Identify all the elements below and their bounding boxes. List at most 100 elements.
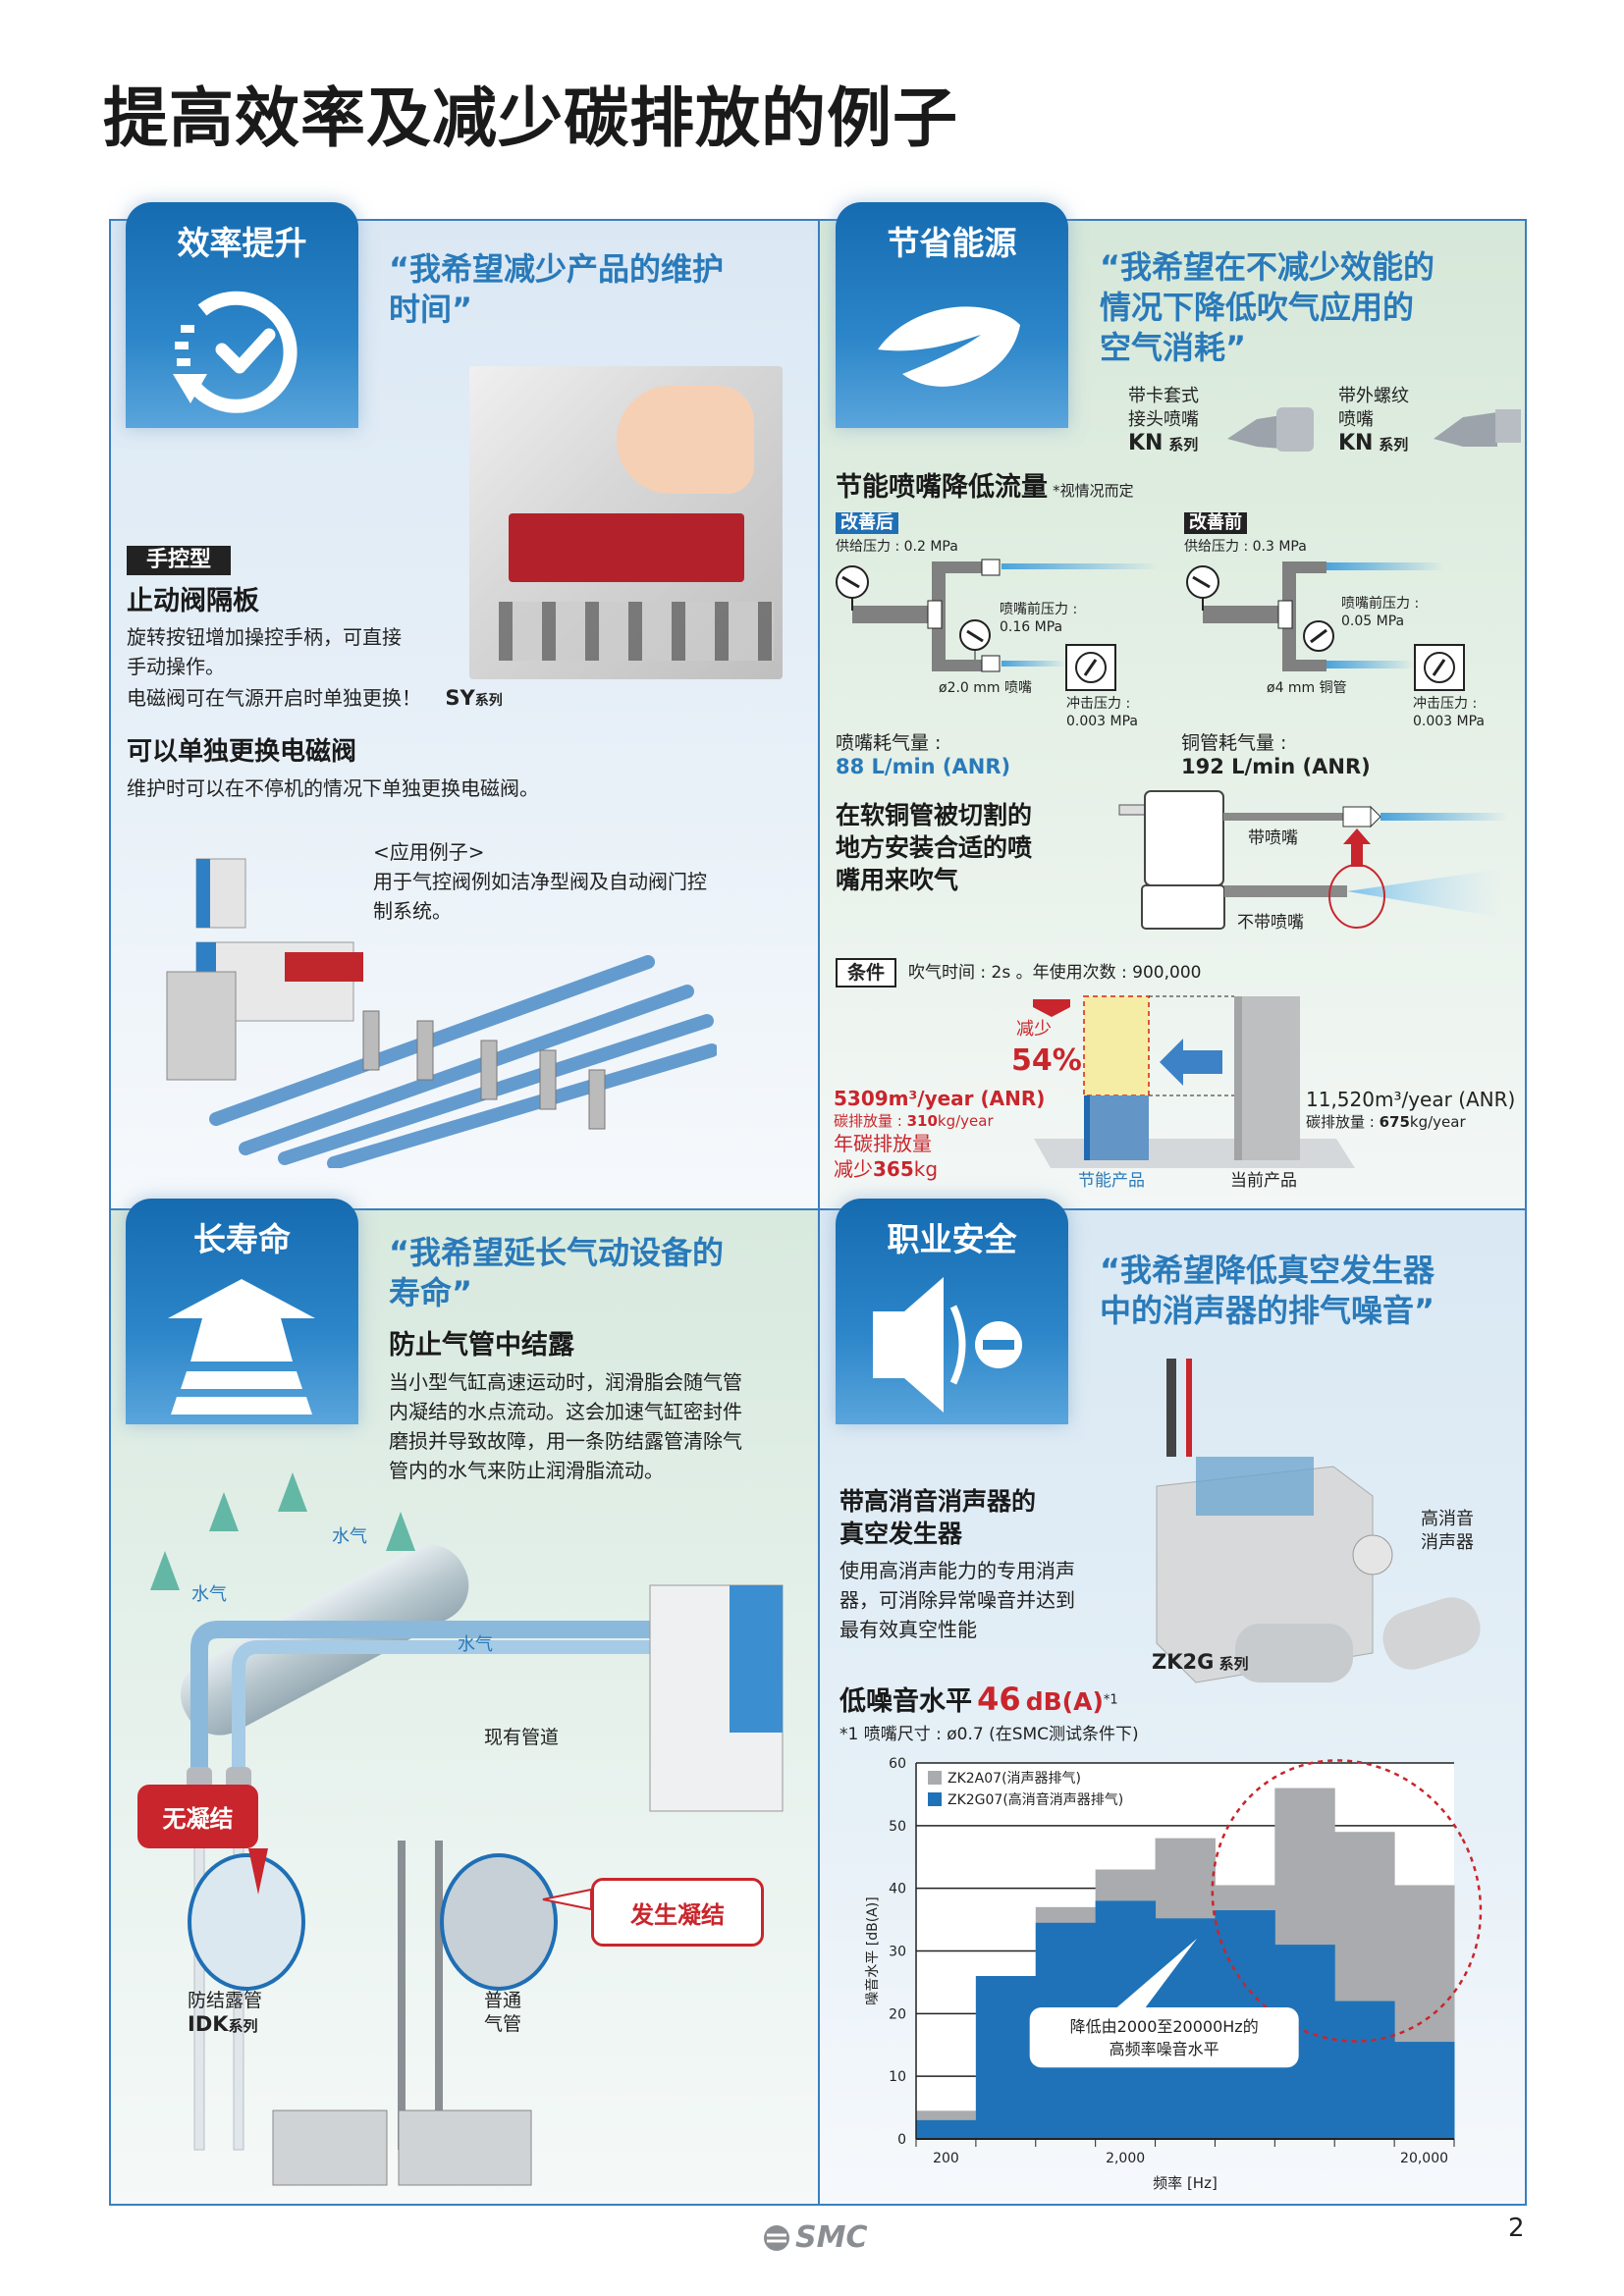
series-label: ZK2G 系列 [1152, 1650, 1249, 1674]
bar-saving-label: 节能产品 [1078, 1171, 1145, 1191]
feature-title: 带高消音消声器的 真空发生器 [839, 1487, 1037, 1548]
legend-label: ZK2A07(消声器排气) [947, 1771, 1081, 1787]
smc-logo: SMC [762, 2220, 867, 2256]
before-consumption: 铜管耗气量 :192 L/min (ANR) [1181, 732, 1371, 778]
page-title: 提高效率及减少碳排放的例子 [103, 80, 958, 156]
legend-swatch [928, 1792, 942, 1806]
tab-label: 长寿命 [193, 1220, 291, 1258]
tab-label: 节省能源 [887, 224, 1017, 262]
without-nozzle-label: 不带喷嘴 [1237, 913, 1304, 933]
speaker-mute-icon [873, 1277, 1022, 1413]
manual-operation-photo [469, 366, 783, 679]
application-text: <应用例子> 用于气控阀例如洁净型阀及自动阀门控 制系统。 [373, 840, 707, 923]
callout-line: 降低由2000至20000Hz的 [1070, 2017, 1259, 2036]
longlife-tab: 长寿命 [126, 1199, 358, 1424]
callout-pointer [1112, 1938, 1198, 2011]
idk-label: 防结露管 IDK系列 [188, 1990, 263, 2036]
vapor-label: 水气 [458, 1634, 493, 1655]
condition-row: 条件 吹气时间 : 2s 。年使用次数 : 900,000 [836, 958, 1201, 988]
feature-body: 旋转按钮增加操控手柄，可直接 手动操作。 电磁阀可在气源开启时单独更换！ SY系… [127, 625, 503, 710]
y-tick-label: 50 [889, 1819, 906, 1835]
tab-label: 职业安全 [887, 1220, 1017, 1258]
bar-zk2g07 [916, 2119, 977, 2139]
after-pipe: ø2.0 mm 喷嘴 [939, 680, 1033, 696]
flow-section-title: 节能喷嘴降低流量 *视情况而定 [836, 472, 1134, 503]
efficiency-quote: “我希望减少产品的维护 时间” [389, 250, 725, 328]
before-pipe: ø4 mm 铜管 [1267, 680, 1347, 696]
existing-pipe-label: 现有管道 [484, 1727, 560, 1748]
bar-zk2g07 [1394, 2042, 1455, 2139]
bar-zk2g07 [975, 1976, 1037, 2139]
series-label: SY系列 [445, 686, 503, 710]
longlife-quote: “我希望延长气动设备的 寿命” [389, 1234, 725, 1311]
noise-chart: 0 10 20 30 40 50 60 200 2,000 20,000 频率 [Hz] 噪音水平 [… [864, 1756, 1483, 2192]
x-tick-label: 200 [933, 2151, 959, 2166]
saving-figures: 5309m³/year (ANR) 碳排放量 : 310kg/year 年碳排放… [834, 1087, 1046, 1181]
x-axis-label: 频率 [Hz] [1153, 2174, 1218, 2192]
nozzle-photo-2 [1434, 409, 1521, 447]
nozzle-photo-1 [1227, 407, 1314, 452]
y-tick-label: 20 [889, 2006, 906, 2022]
before-supply-pressure: 供给压力 : 0.3 MPa [1184, 539, 1307, 555]
smc-logo-icon [764, 2225, 789, 2251]
y-tick-label: 0 [897, 2132, 906, 2148]
leaf-icon [878, 306, 1020, 387]
vapor-label: 水气 [332, 1526, 367, 1547]
reduction-value: 54% [1011, 1043, 1082, 1078]
safety-quote: “我希望降低真空发生器 中的消声器的排气噪音” [1100, 1252, 1435, 1329]
muffler-label: 高消音 消声器 [1421, 1509, 1474, 1553]
footnote: *1 喷嘴尺寸 : ø0.7 (在SMC测试条件下) [839, 1725, 1139, 1744]
noise-level-title: 低噪音水平 46 dB(A)*1 [839, 1681, 1118, 1718]
feature2-title: 可以单独更换电磁阀 [127, 737, 357, 767]
install-text: 在软铜管被切割的 地方安装合适的喷 嘴用来吹气 [836, 801, 1033, 894]
feature2-body: 维护时可以在不停机的情况下单独更换电磁阀。 [127, 776, 539, 800]
with-nozzle-label: 带喷嘴 [1248, 828, 1298, 848]
feature-title: 止动阀隔板 [127, 586, 259, 616]
bar-zk2g07 [1334, 2001, 1395, 2139]
y-tick-label: 30 [889, 1945, 906, 1960]
manual-type-badge: 手控型 [127, 546, 232, 575]
page-number: 2 [1508, 2214, 1525, 2243]
callout-line: 高频率噪音水平 [1110, 2040, 1219, 2058]
after-supply-pressure: 供给压力 : 0.2 MPa [836, 539, 958, 555]
y-tick-label: 40 [889, 1882, 906, 1897]
before-impact: 冲击压力 :0.003 MPa [1413, 696, 1486, 729]
normal-tube-label: 普通 气管 [484, 1990, 522, 2035]
y-tick-label: 10 [889, 2069, 906, 2085]
condensation-illustration [150, 1472, 784, 2186]
arrow-up-stack-icon [168, 1279, 315, 1415]
legend-swatch [928, 1771, 942, 1785]
after-label: 改善后 [836, 512, 898, 534]
after-pre-pressure: 喷嘴前压力 :0.16 MPa [1000, 602, 1078, 635]
after-impact: 冲击压力 :0.003 MPa [1066, 696, 1139, 729]
highlight-ellipse [1211, 1759, 1483, 2043]
application-illustration [166, 858, 717, 1168]
feature-title: 防止气管中结露 [389, 1330, 574, 1361]
condensation-callout: 发生凝结 [591, 1878, 764, 1947]
energy-tab: 节省能源 [836, 202, 1068, 428]
y-axis-label: 噪音水平 [dB(A)] [864, 1896, 881, 2004]
feature-body: 使用高消声能力的专用消声 器，可消除异常噪音并达到 最有效真空性能 [839, 1559, 1075, 1641]
tab-label: 效率提升 [177, 224, 307, 262]
vacuum-generator-photo [1156, 1359, 1481, 1683]
energy-quote: “我希望在不减少效能的 情况下降低吹气应用的 空气消耗” [1100, 248, 1435, 366]
nozzle-male-thread: 带外螺纹 喷嘴 KN 系列 [1338, 386, 1409, 455]
feature-body: 当小型气缸高速运动时，润滑脂会随气管 内凝结的水点流动。这会加速气缸密封件 磨损… [389, 1370, 742, 1482]
current-figures: 11,520m³/year (ANR) 碳排放量 : 675kg/year [1306, 1088, 1516, 1131]
after-consumption: 喷嘴耗气量 :88 L/min (ANR) [836, 732, 1011, 778]
bar-current-label: 当前产品 [1230, 1171, 1297, 1191]
legend-label: ZK2G07(高消音消声器排气) [947, 1791, 1123, 1808]
nozzle-compression: 带卡套式 接头喷嘴 KN 系列 [1128, 386, 1199, 455]
reduction-label: 减少 [1016, 1019, 1052, 1040]
y-tick-label: 60 [889, 1756, 906, 1772]
no-condensation-callout: 无凝结 [137, 1785, 258, 1848]
content-frame [109, 219, 1527, 2206]
callout-box [1029, 2006, 1299, 2068]
vapor-label: 水气 [191, 1584, 227, 1605]
before-pre-pressure: 喷嘴前压力 :0.05 MPa [1341, 596, 1420, 629]
x-tick-label: 2,000 [1106, 2151, 1145, 2166]
x-tick-label: 20,000 [1400, 2151, 1448, 2166]
before-label: 改善前 [1184, 512, 1247, 534]
safety-tab: 职业安全 [836, 1199, 1068, 1424]
efficiency-tab: 效率提升 [126, 202, 358, 428]
